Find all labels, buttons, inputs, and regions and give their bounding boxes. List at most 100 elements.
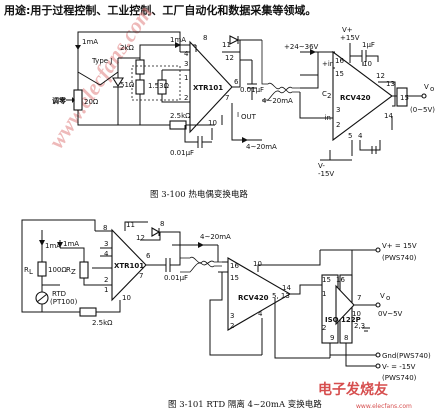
iso-label: ISO 122P [325, 316, 361, 324]
svg-text:5: 5 [348, 132, 352, 140]
svg-text:V+: V+ [342, 26, 353, 34]
svg-text:7: 7 [225, 94, 229, 102]
svg-text:4: 4 [358, 132, 363, 140]
svg-text:9: 9 [330, 334, 334, 342]
svg-text:6: 6 [146, 252, 151, 260]
svg-text:RTD: RTD [52, 290, 66, 298]
svg-text:10: 10 [253, 260, 262, 268]
rz-resistor [79, 261, 89, 279]
svg-text:8: 8 [160, 220, 164, 228]
svg-text:I: I [237, 111, 239, 119]
svg-text:51Ω: 51Ω [120, 81, 135, 89]
svg-text:o: o [386, 294, 390, 302]
svg-text:10: 10 [208, 119, 217, 127]
svg-text:(PT100): (PT100) [50, 298, 78, 306]
svg-text:12: 12 [225, 54, 234, 62]
svg-text:+24~36V: +24~36V [284, 43, 319, 51]
svg-text:1.53Ω: 1.53Ω [148, 82, 170, 90]
svg-text:(PWS740): (PWS740) [382, 374, 417, 382]
svg-text:5, 13: 5, 13 [272, 292, 290, 300]
svg-text:(0~5V): (0~5V) [410, 106, 435, 114]
svg-text:o: o [430, 85, 434, 93]
svg-text:0.01μF: 0.01μF [170, 149, 194, 157]
svg-text:14: 14 [282, 284, 291, 292]
svg-text:20Ω: 20Ω [84, 98, 99, 106]
svg-text:8: 8 [103, 224, 107, 232]
svg-text:Z: Z [71, 268, 76, 276]
rcv420-chip-fig2 [227, 257, 292, 331]
fig2-caption: 图 3-101 RTD 隔离 4~20mA 变换电路 [168, 399, 322, 410]
svg-text:15: 15 [230, 274, 239, 282]
svg-text:2: 2 [230, 322, 234, 330]
svg-text:1mA: 1mA [170, 36, 186, 44]
svg-text:0.01μF: 0.01μF [164, 274, 188, 282]
svg-text:1mA: 1mA [82, 38, 98, 46]
svg-text:15: 15 [400, 94, 409, 102]
svg-text:8: 8 [203, 34, 207, 42]
svg-text:12: 12 [376, 72, 385, 80]
svg-text:(PWS740): (PWS740) [382, 254, 417, 262]
svg-text:V: V [380, 292, 385, 300]
svg-text:4: 4 [258, 310, 263, 318]
svg-text:2: 2 [327, 92, 331, 100]
svg-text:3: 3 [104, 240, 108, 248]
svg-text:10: 10 [363, 60, 372, 68]
svg-text:1μF: 1μF [362, 41, 375, 49]
svg-text:L: L [29, 268, 33, 276]
svg-text:2,3: 2,3 [354, 322, 365, 330]
svg-text:2.5kΩ: 2.5kΩ [170, 112, 191, 120]
svg-text:100Ω: 100Ω [48, 266, 67, 274]
type-j-label: Type J [91, 57, 112, 65]
svg-text:4~20mA: 4~20mA [262, 97, 293, 105]
svg-text:11: 11 [126, 221, 135, 229]
svg-text:4~20mA: 4~20mA [200, 233, 231, 241]
fig1-caption: 图 3-100 热电偶变换电路 [150, 189, 248, 200]
svg-text:C: C [322, 90, 327, 98]
svg-text:2: 2 [336, 121, 340, 129]
svg-text:-15V: -15V [318, 170, 334, 178]
svg-text:7: 7 [357, 294, 361, 302]
rcv420-label-fig2: RCV420 [238, 294, 269, 302]
svg-text:1mA: 1mA [63, 240, 79, 248]
svg-text:2: 2 [104, 276, 108, 284]
svg-text:7: 7 [139, 272, 143, 280]
svg-text:12: 12 [136, 234, 145, 242]
svg-text:1: 1 [104, 286, 108, 294]
svg-text:15: 15 [335, 70, 344, 78]
svg-text:16: 16 [335, 57, 344, 65]
svg-text:4~20mA: 4~20mA [246, 143, 277, 151]
svg-text:14: 14 [384, 112, 393, 120]
svg-text:16: 16 [336, 276, 345, 284]
xtr101-label-fig2: XTR101 [114, 262, 144, 270]
svg-text:V-: V- [318, 162, 325, 170]
svg-text:1: 1 [184, 74, 188, 82]
svg-text:+15V: +15V [340, 34, 360, 42]
svg-text:V: V [424, 83, 429, 91]
svg-text:4: 4 [184, 50, 189, 58]
svg-text:0.01μF: 0.01μF [240, 86, 264, 94]
xtr101-label-fig1: XTR101 [193, 84, 223, 92]
svg-text:2: 2 [184, 94, 188, 102]
svg-text:1mA: 1mA [45, 242, 61, 250]
rcv420-chip-fig1 [332, 50, 393, 142]
svg-text:8: 8 [344, 334, 348, 342]
svg-text:R: R [24, 266, 29, 274]
xtr101-chip-fig2 [111, 228, 147, 302]
svg-text:+in: +in [322, 60, 334, 68]
figure-rtd-isolated-converter: 1mA R L 100Ω RTD (PT100) 1mA R Z 2.5kΩ X… [21, 219, 431, 382]
svg-text:1: 1 [322, 290, 326, 298]
elecfans-logo: 电子发烧友 www.elecfans.com [318, 381, 412, 410]
svg-text:11: 11 [222, 41, 231, 49]
svg-text:13: 13 [386, 80, 395, 88]
svg-text:2.5kΩ: 2.5kΩ [92, 319, 113, 327]
svg-text:R: R [66, 266, 71, 274]
svg-text:0V~5V: 0V~5V [378, 310, 403, 318]
xtr101-chip-fig1 [189, 40, 233, 134]
usage-description: 用途:用于过程控制、工业控制、工厂自动化和数据采集等领域。 [4, 4, 317, 17]
svg-text:2: 2 [322, 324, 326, 332]
svg-text:2kΩ: 2kΩ [120, 44, 135, 52]
svg-text:15: 15 [322, 276, 331, 284]
svg-text:V- = -15V: V- = -15V [382, 363, 416, 371]
svg-text:6: 6 [234, 78, 239, 86]
